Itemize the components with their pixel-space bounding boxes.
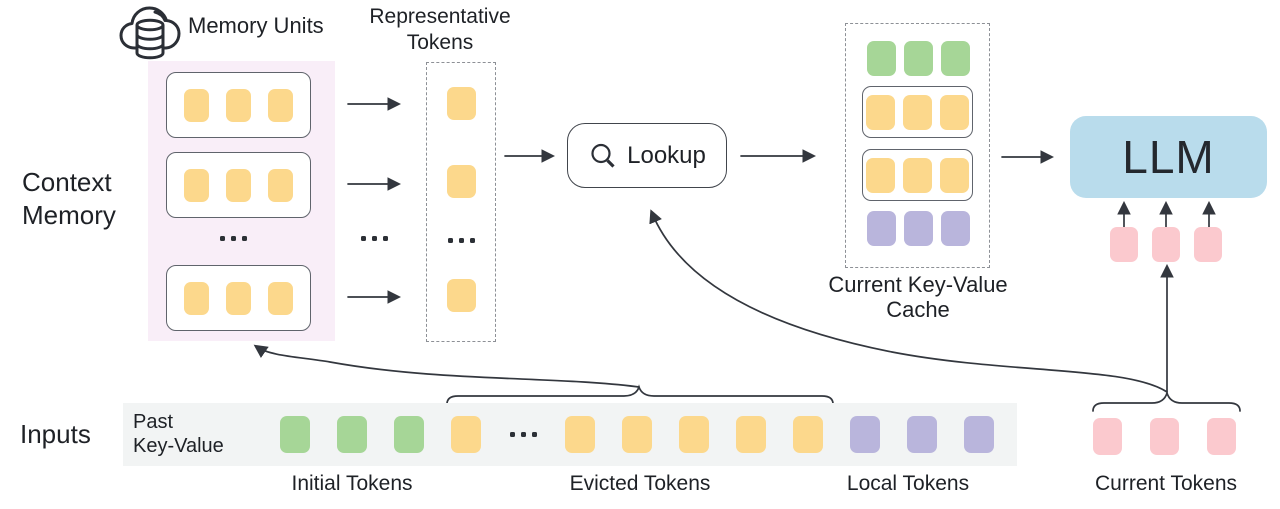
purple-token	[964, 416, 994, 453]
yellow-token	[268, 168, 293, 202]
current-kv-cache-label: Current Key-Value Cache	[828, 272, 1008, 322]
context-memory-panel	[148, 61, 335, 341]
purple-token	[904, 211, 933, 246]
pink-token	[1093, 418, 1122, 455]
pink-token	[1150, 418, 1179, 455]
pink-token	[1194, 227, 1222, 262]
pink-token	[1207, 418, 1236, 455]
lookup-box: Lookup	[567, 123, 727, 188]
purple-token	[850, 416, 880, 453]
yellow-token	[446, 165, 476, 198]
memory-unit	[166, 265, 311, 331]
yellow-token	[226, 281, 251, 315]
yellow-token	[866, 157, 895, 193]
yellow-token	[940, 94, 969, 130]
purple-token	[941, 211, 970, 246]
yellow-token	[446, 87, 476, 120]
context-memory-label: Context Memory	[22, 167, 116, 230]
ellipsis	[447, 238, 475, 243]
llm-label: LLM	[1122, 131, 1215, 183]
current-tokens-group	[1093, 418, 1236, 455]
purple-token	[907, 416, 937, 453]
representative-tokens-label: Representative Tokens	[369, 5, 511, 54]
inputs-label: Inputs	[20, 419, 91, 449]
ellipsis	[361, 236, 388, 241]
cache-row-local	[846, 211, 991, 246]
evicted-tokens-label: Evicted Tokens	[569, 472, 711, 495]
yellow-token	[451, 416, 481, 453]
yellow-token	[184, 88, 209, 122]
llm-input-tokens	[1110, 227, 1222, 262]
initial-tokens-label: Initial Tokens	[291, 472, 413, 495]
yellow-token	[940, 157, 969, 193]
yellow-token	[446, 279, 476, 312]
green-token	[941, 41, 970, 76]
green-token	[337, 416, 367, 453]
local-tokens-label: Local Tokens	[846, 472, 970, 495]
memory-unit	[166, 72, 311, 138]
cloud-database-icon	[119, 6, 181, 60]
pink-token	[1152, 227, 1180, 262]
lookup-label: Lookup	[627, 141, 706, 169]
arrow-evicted-to-memory	[253, 344, 640, 388]
yellow-token	[736, 416, 766, 453]
past-kv-strip: Past Key-Value	[123, 403, 1017, 466]
yellow-token	[903, 94, 932, 130]
yellow-token	[903, 157, 932, 193]
cache-row-initial	[846, 41, 991, 76]
memory-unit	[166, 152, 311, 218]
green-token	[280, 416, 310, 453]
yellow-token	[268, 281, 293, 315]
yellow-token	[184, 281, 209, 315]
yellow-token	[226, 168, 251, 202]
ellipsis	[220, 236, 247, 241]
current-tokens-label: Current Tokens	[1094, 472, 1238, 495]
yellow-token	[622, 416, 652, 453]
yellow-token	[565, 416, 595, 453]
yellow-token	[184, 168, 209, 202]
yellow-token	[268, 88, 293, 122]
yellow-token	[226, 88, 251, 122]
yellow-token	[679, 416, 709, 453]
cache-memory-unit	[862, 86, 973, 138]
cache-memory-unit	[862, 149, 973, 201]
past-kv-token-sequence	[280, 416, 994, 453]
memory-units-label: Memory Units	[188, 13, 324, 38]
yellow-token	[793, 416, 823, 453]
purple-token	[867, 211, 896, 246]
search-icon	[591, 143, 615, 168]
brace-current-tokens	[1092, 390, 1241, 412]
brace-evicted-tokens	[446, 384, 834, 405]
green-token	[904, 41, 933, 76]
representative-tokens-box	[426, 62, 496, 342]
past-key-value-label: Past Key-Value	[133, 411, 224, 457]
green-token	[867, 41, 896, 76]
llm-box: LLM	[1070, 116, 1267, 198]
pink-token	[1110, 227, 1138, 262]
ellipsis	[508, 432, 538, 437]
current-kv-cache-box	[845, 23, 990, 268]
green-token	[394, 416, 424, 453]
yellow-token	[866, 94, 895, 130]
